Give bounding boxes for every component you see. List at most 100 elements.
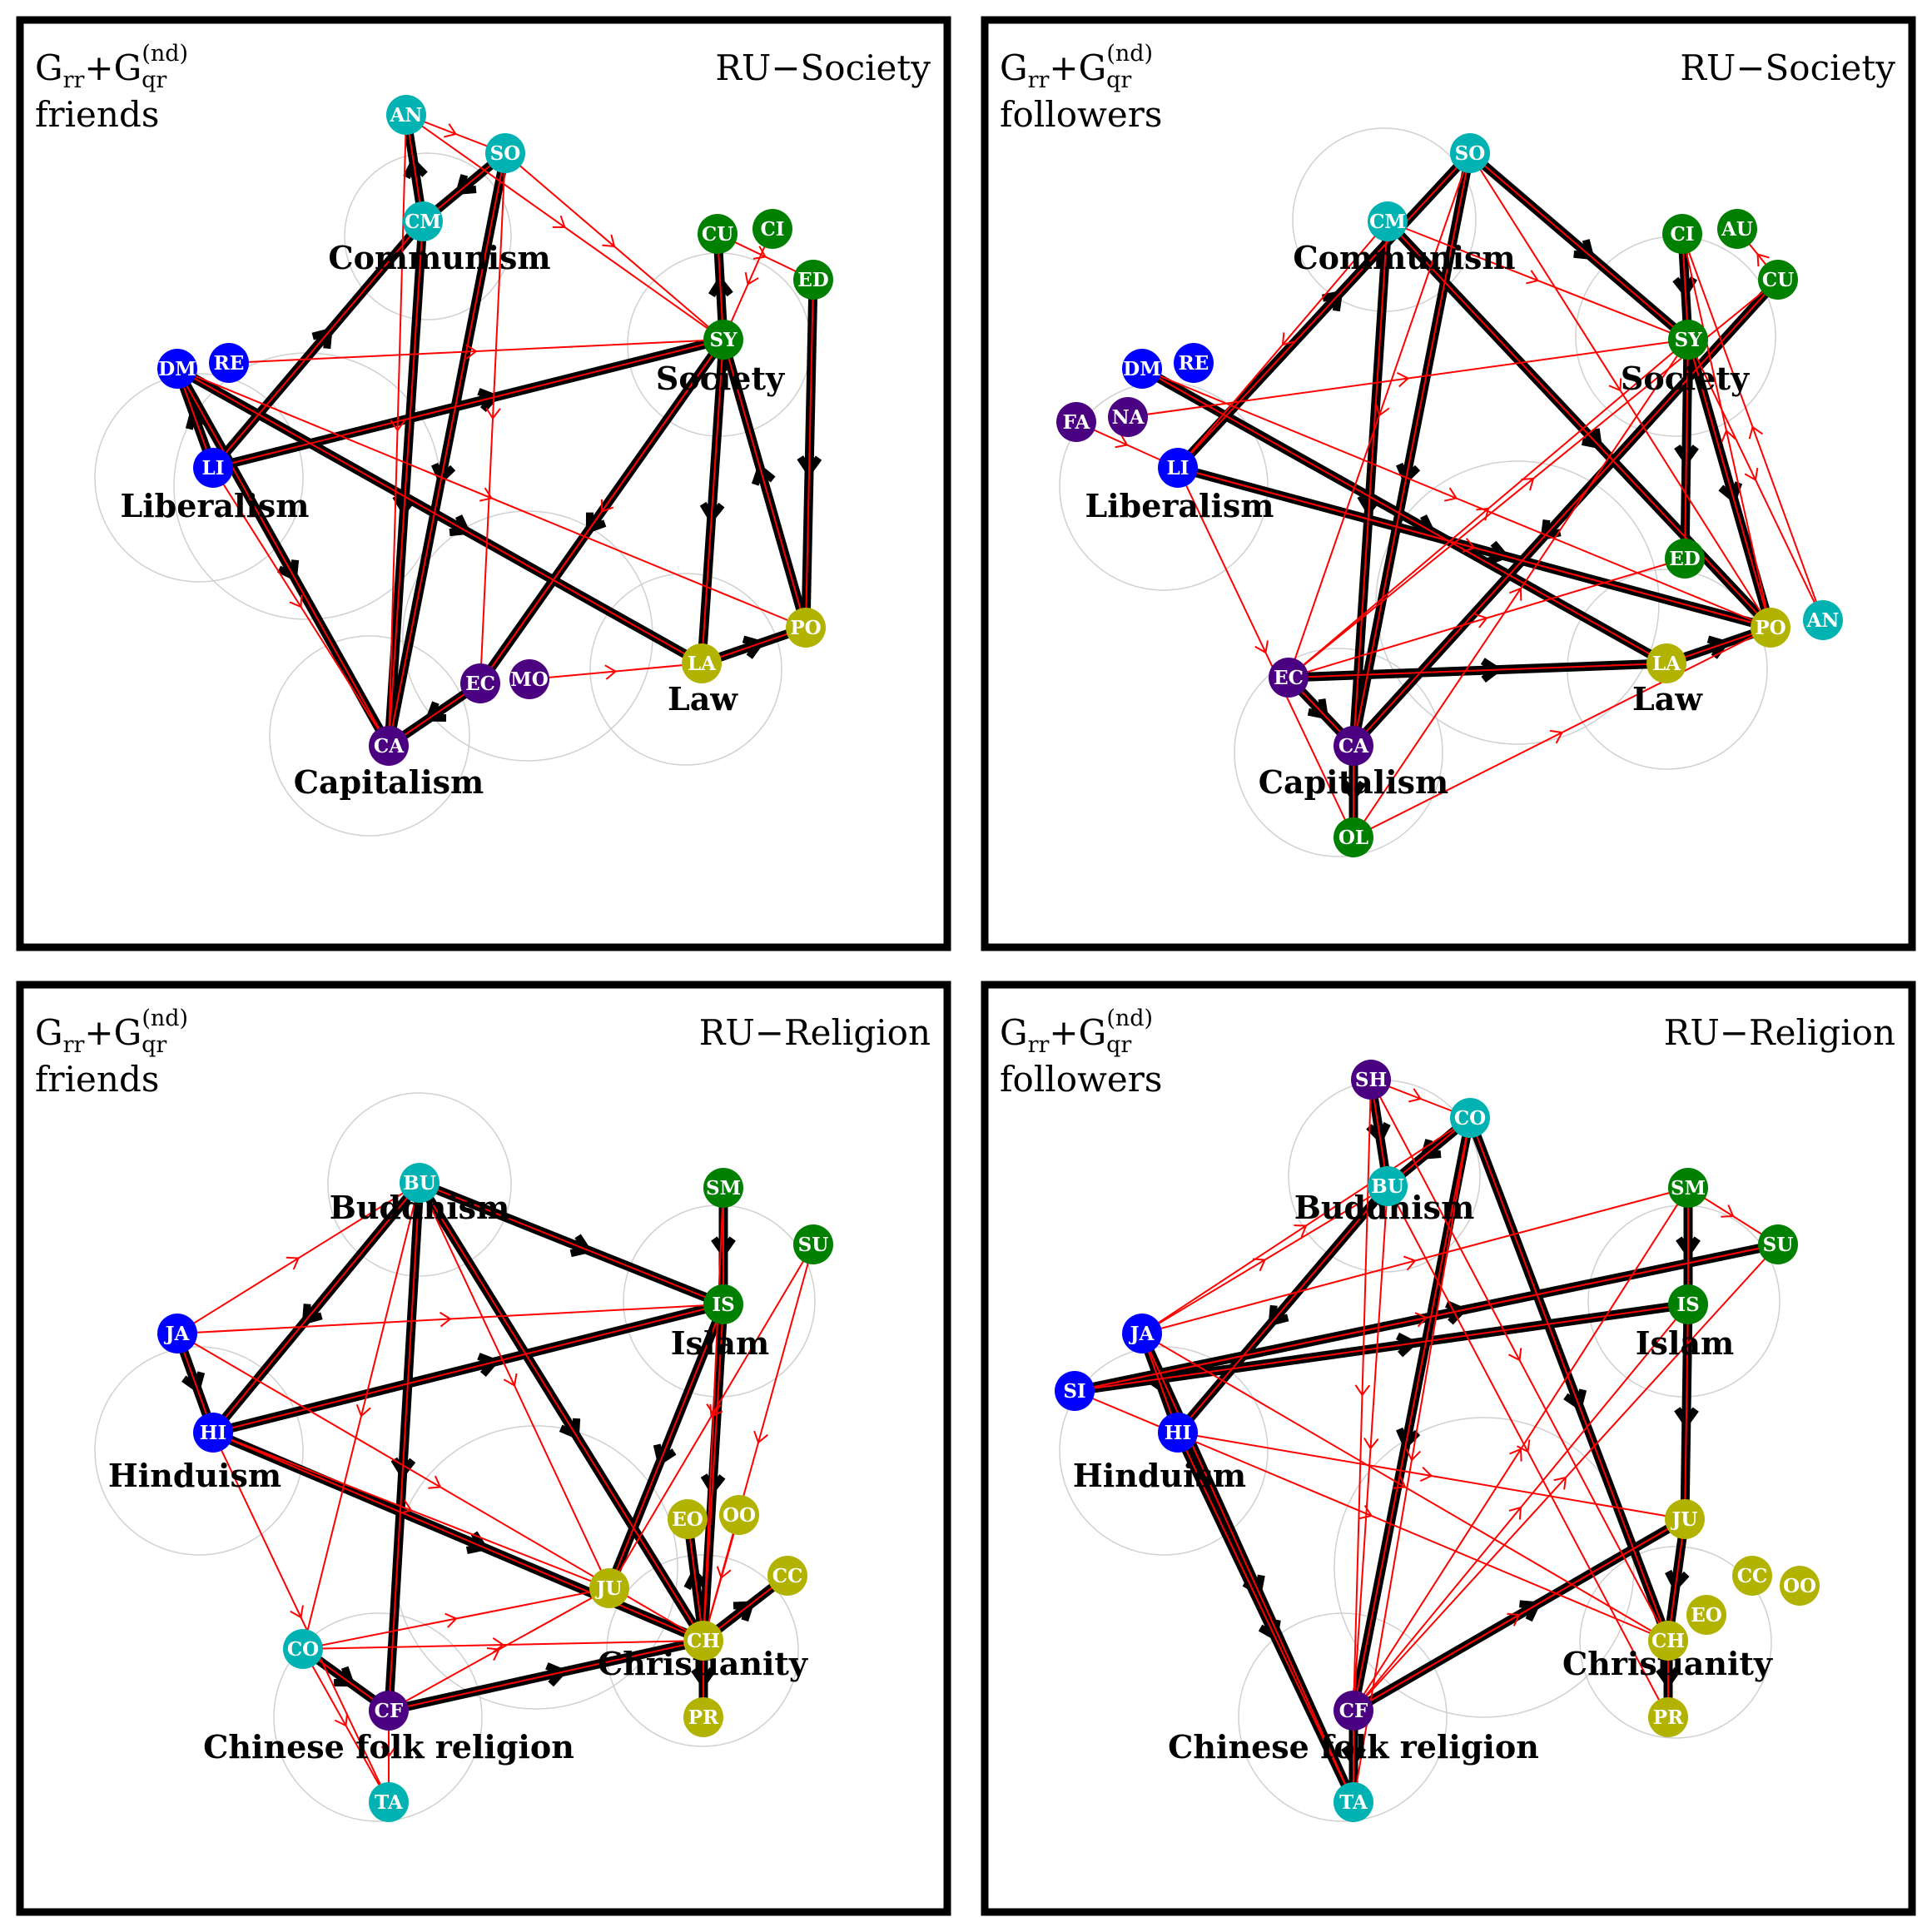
header-sub-qr: qr [1106,67,1131,93]
header-sub-rr: rr [63,1032,85,1058]
node-circle [1668,1284,1708,1324]
node-ja: JA [1122,1314,1162,1353]
node-circle [1368,201,1408,241]
node-circle [1780,1566,1820,1606]
node-bu: BU [1368,1166,1408,1206]
node-ec: EC [1269,658,1309,698]
red-arrow-CF-SM [1509,1448,1522,1462]
node-sh: SH [1351,1060,1391,1100]
panel-religion-followers: Grr+Gqr(nd)followersRU−ReligionBuddhismI… [981,981,1916,1916]
node-label: RE [214,352,245,375]
red-arrow-AN-CI [1748,425,1764,440]
node-sy: SY [703,320,743,360]
node-circle [698,214,738,254]
node-circle [1665,539,1705,579]
red-arrow-JA-CH [428,1475,442,1489]
node-label: CA [1338,735,1369,757]
node-circle [1334,1691,1373,1731]
panel-society-friends: Grr+Gqr(nd)friendsRU−SocietyCommunismSoc… [16,16,951,951]
node-circle [157,349,197,389]
node-po: PO [1751,608,1790,648]
node-circle [1450,133,1490,173]
node-label: SO [1455,142,1486,165]
node-label: DM [158,358,196,380]
black-edge-core-ED-PO [805,279,814,628]
node-label: PO [790,617,821,639]
node-oo: OO [719,1495,759,1535]
node-circle [369,1782,409,1822]
node-label: CI [1670,223,1694,246]
red-arrow-FA-LI [1115,434,1129,449]
node-ch: CH [683,1621,723,1661]
node-cm: CM [1368,201,1408,241]
node-label: IS [1676,1294,1699,1316]
node-ol: OL [1334,817,1373,857]
node-label: HI [200,1422,227,1444]
node-label: JA [164,1323,191,1345]
header-sup-nd: (nd) [1106,1006,1153,1031]
node-circle [400,1163,440,1203]
cluster-ring [1238,1612,1448,1822]
node-label: PR [1653,1706,1684,1729]
node-ch: CH [1648,1621,1688,1661]
node-circle [1174,343,1214,383]
node-circle [703,320,743,360]
node-label: FA [1063,411,1091,434]
black-edge-core-BU-HI [212,1182,420,1433]
red-arrow-CU-AU [1756,253,1770,267]
node-bu: BU [400,1163,440,1203]
cluster-label: Chinese folk religion [203,1728,574,1766]
red-arrow-EC-CU [1521,477,1535,491]
node-hi: HI [193,1413,233,1453]
red-arrow-OL-PO [1549,729,1564,744]
black-edge-core-HI-IS [212,1304,724,1433]
node-label: AU [1721,218,1753,241]
cluster-ring [1579,1546,1772,1739]
header-sup-nd: (nd) [142,41,188,67]
node-circle [683,1697,723,1737]
node-label: CO [1454,1107,1486,1130]
black-edge-core-PO-SY [723,339,807,628]
panel-frame [16,981,951,1916]
cluster-label: Capitalism [294,763,484,801]
cluster-label: Hinduism [108,1457,281,1494]
node-circle [460,663,500,703]
node-cu: CU [1758,260,1798,300]
node-au: AU [1717,209,1757,249]
cluster-ring [1334,1417,1635,1718]
node-circle [1648,1697,1688,1737]
header-g: G [1000,1012,1028,1053]
header-sub-qr: qr [142,67,166,93]
black-edge-core-JA-TA [1141,1333,1354,1803]
node-circle [1055,1371,1095,1411]
node-label: CM [1369,211,1406,233]
red-arrow-CO-TA [334,1713,348,1727]
node-circle [369,726,409,766]
node-label: EO [672,1508,703,1531]
node-cu: CU [698,214,738,254]
node-label: CI [760,218,784,241]
node-label: TA [1339,1791,1368,1814]
node-circle [1351,1060,1391,1100]
node-cc: CC [767,1556,807,1596]
node-label: RE [1179,352,1209,375]
node-label: LI [202,457,225,479]
node-circle [1269,658,1309,698]
black-edge-core-CF-CH [388,1640,704,1711]
node-circle [1717,209,1757,249]
panel-header-formula: Grr+Gqr(nd) [35,1006,188,1058]
node-circle [703,1168,743,1208]
red-arrow-EC-ED [1474,613,1488,628]
red-arrow-MO-LA [604,664,618,680]
node-an: AN [1803,600,1843,640]
node-ca: CA [1334,726,1373,766]
node-circle [1732,1556,1772,1596]
red-arrow-JA-BU [286,1256,300,1270]
node-label: SU [1763,1234,1794,1256]
node-label: CH [687,1630,720,1652]
panel-header-mode: friends [35,1059,159,1100]
red-arrow-SY-AN [1744,467,1759,482]
node-label: SI [1063,1380,1085,1403]
node-re: RE [209,343,249,383]
node-so: SO [485,133,525,173]
